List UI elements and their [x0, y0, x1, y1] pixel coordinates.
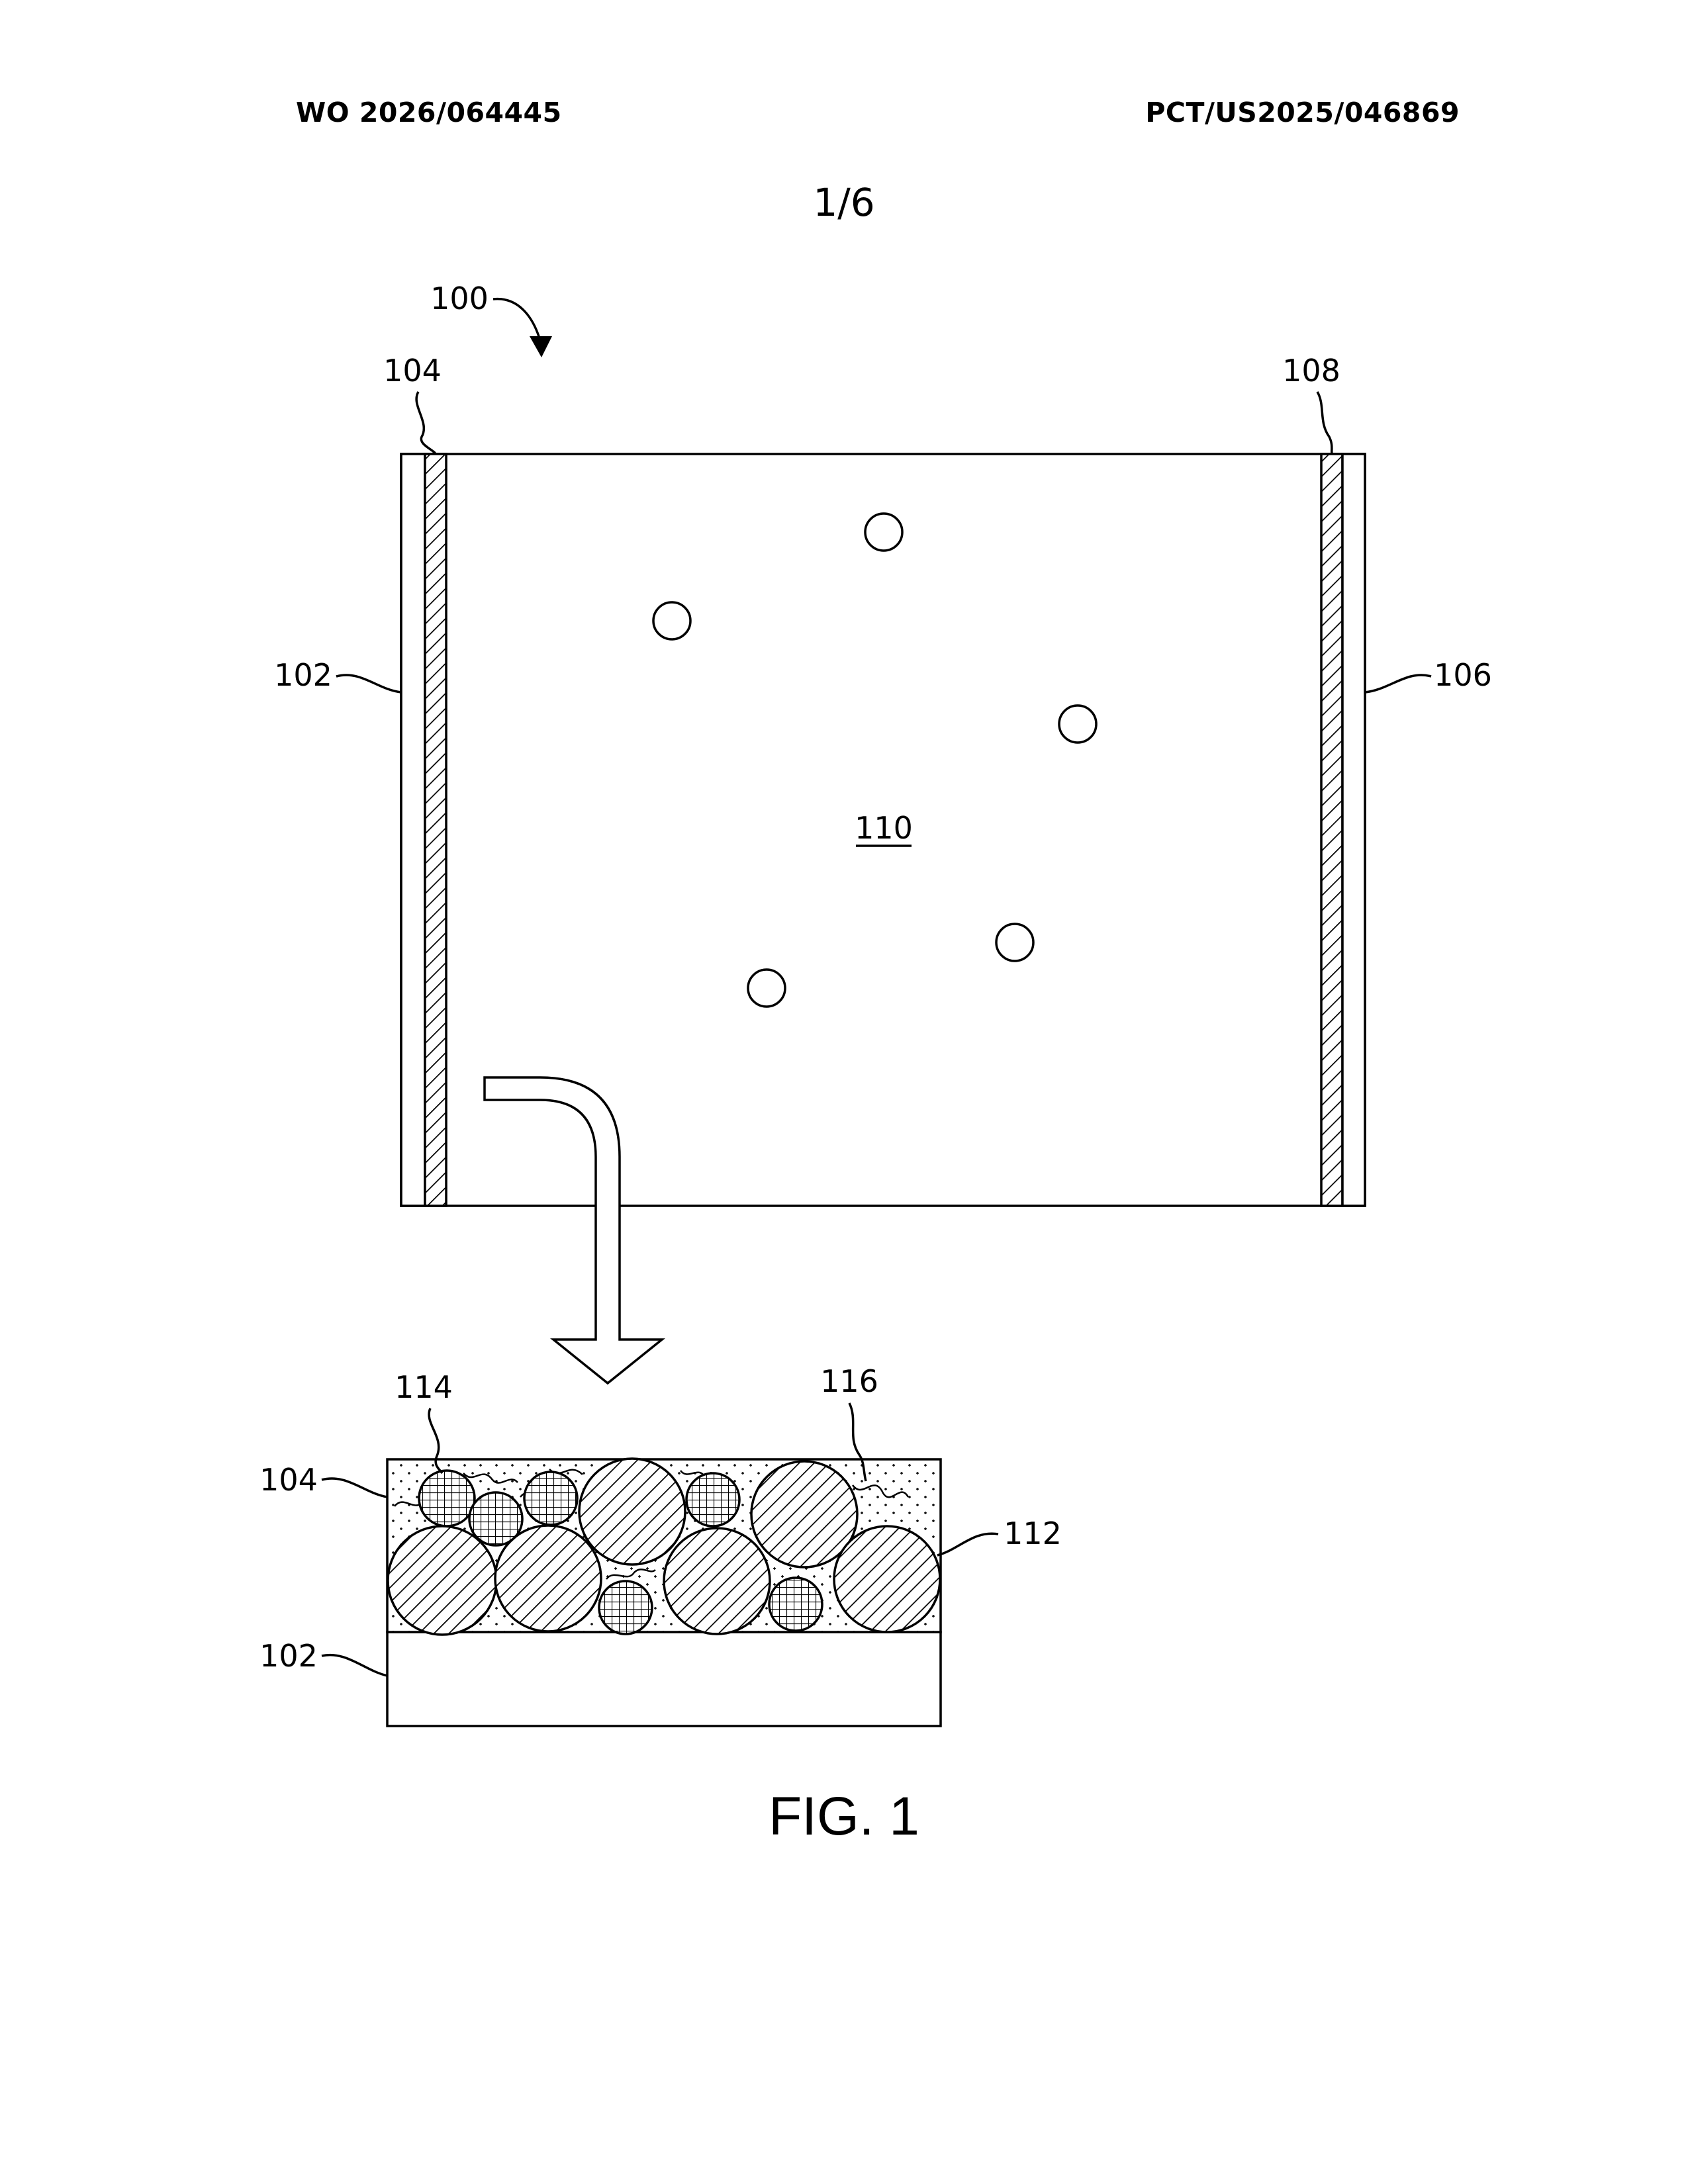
label-detail-small-particles: 114 — [395, 1369, 453, 1405]
leader-line — [322, 1479, 387, 1497]
label-second-substrate: 106 — [1434, 657, 1492, 693]
small-particle — [419, 1471, 475, 1526]
first-layer — [425, 454, 446, 1206]
small-particle — [599, 1581, 652, 1634]
leader-line — [416, 392, 436, 454]
leader-line — [1365, 675, 1431, 692]
label-first-layer: 104 — [383, 353, 442, 388]
figure-caption: FIG. 1 — [0, 1786, 1688, 1848]
label-first-substrate: 102 — [274, 657, 332, 693]
leader-line — [1317, 392, 1332, 454]
label-interior: 110 — [855, 810, 913, 846]
first-substrate — [401, 454, 425, 1206]
label-second-layer: 108 — [1282, 353, 1340, 388]
large-particle — [834, 1526, 940, 1632]
leader-line — [322, 1655, 387, 1676]
large-particle — [579, 1459, 685, 1565]
small-particle — [524, 1472, 577, 1525]
suspended-particle — [1059, 705, 1096, 743]
detail-cross-section — [387, 1459, 941, 1726]
second-layer — [1321, 454, 1342, 1206]
small-particle — [769, 1578, 822, 1631]
detail-substrate — [387, 1632, 941, 1726]
suspended-particle — [996, 924, 1033, 961]
suspended-particle — [653, 602, 690, 639]
leader-line — [937, 1533, 998, 1555]
small-particle — [469, 1492, 522, 1545]
large-particle — [664, 1528, 770, 1634]
label-detail-large-particles: 112 — [1004, 1516, 1062, 1551]
small-particle — [686, 1473, 739, 1526]
suspended-particle — [865, 514, 902, 551]
suspended-particle — [748, 970, 785, 1007]
leader-line — [336, 675, 401, 692]
second-substrate — [1342, 454, 1365, 1206]
label-detail-substrate: 102 — [259, 1638, 318, 1674]
label-detail-layer: 104 — [259, 1462, 318, 1498]
arrowhead-icon — [530, 336, 552, 357]
large-particle — [388, 1526, 496, 1635]
label-detail-binder: 116 — [820, 1363, 878, 1399]
label-device: 100 — [430, 281, 489, 316]
